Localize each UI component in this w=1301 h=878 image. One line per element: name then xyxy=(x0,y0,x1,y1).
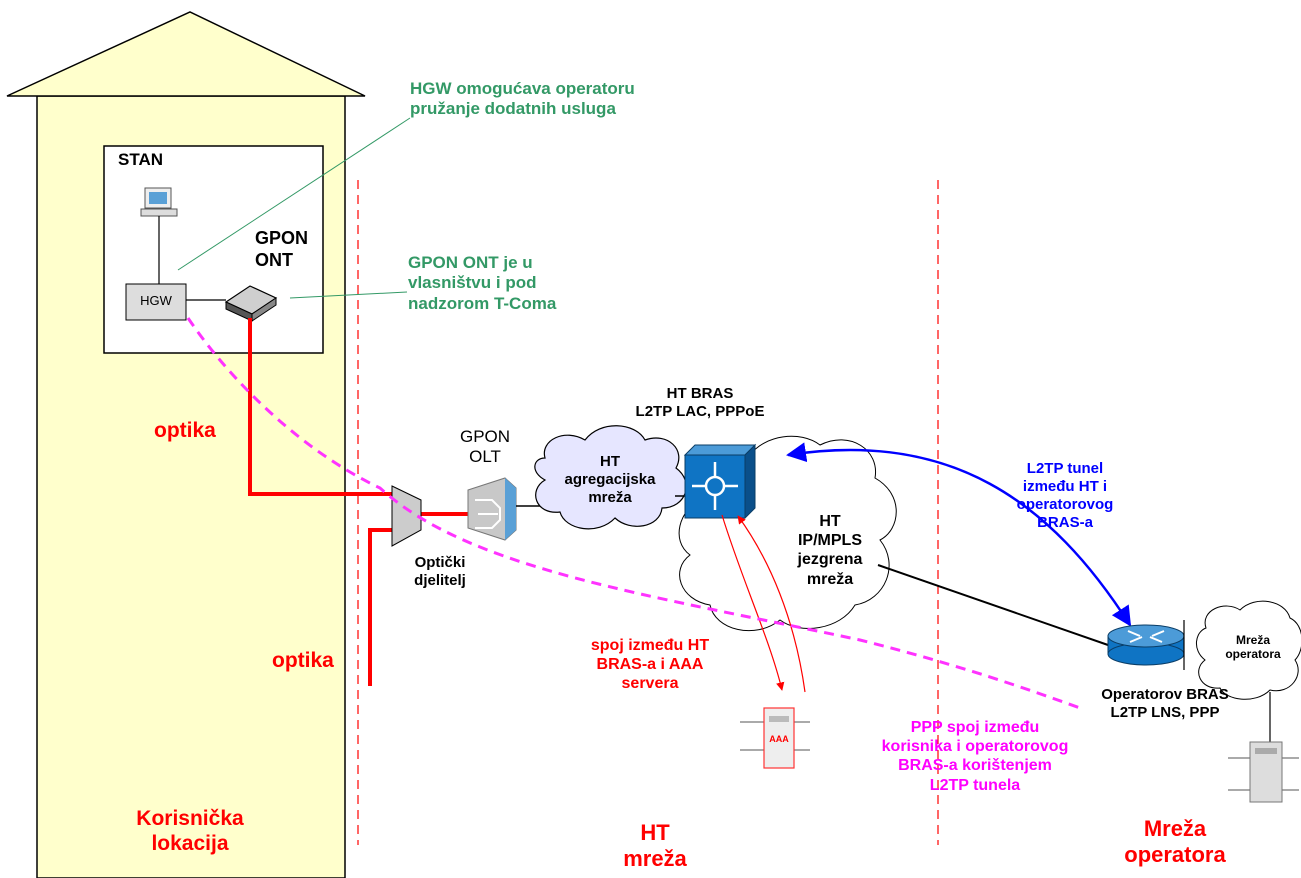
computer-icon xyxy=(140,187,178,217)
olt-icon xyxy=(467,477,517,541)
splitter-icon xyxy=(391,485,422,547)
zone-user-label: Korisnička lokacija xyxy=(136,807,244,856)
hgw-note-leader xyxy=(177,117,411,271)
optika-label-1: optika xyxy=(154,419,216,442)
gpon-ont-label: GPON ONT xyxy=(255,228,309,270)
zone-ht-label: HT mreža xyxy=(623,820,687,872)
router-icon xyxy=(1107,624,1185,666)
operator-server-icon xyxy=(1228,741,1299,803)
ont-note: GPON ONT je u vlasništvu i pod nadzorom … xyxy=(408,253,557,313)
core-label: HT IP/MPLS jezgrena mreža xyxy=(797,513,863,588)
ont-note-leader xyxy=(289,291,408,299)
fiber-ont-splitter xyxy=(248,318,392,496)
optika-label-2: optika xyxy=(272,649,334,672)
splitter-label: Optički djelitelj xyxy=(414,554,466,589)
aggregation-cloud xyxy=(534,425,687,530)
gpon-olt-label: GPON OLT xyxy=(459,427,511,467)
stan-label: STAN xyxy=(118,150,164,169)
operator-bras-label: Operatorov BRAS L2TP LNS, PPP xyxy=(1101,686,1229,721)
ht-bras-label: HT BRAS L2TP LAC, PPPoE xyxy=(635,385,765,420)
hgw-label: HGW xyxy=(140,293,172,308)
core-operator-link xyxy=(877,564,1109,646)
fiber-drop-second xyxy=(368,528,392,686)
aaa-label: AAA xyxy=(769,734,789,744)
operator-cloud-label: Mreža operatora xyxy=(1225,633,1281,662)
l2tp-tunnel-label: L2TP tunel između HT i operatorovog BRAS… xyxy=(1016,460,1114,531)
ont-device-icon xyxy=(224,285,278,322)
aaa-link-down xyxy=(721,514,785,691)
hgw-note: HGW omogućava operatoru pružanje dodatni… xyxy=(410,79,635,119)
aaa-link-up xyxy=(737,515,806,693)
aggregation-label: HT agregacijska mreža xyxy=(564,453,656,506)
bras-switch-icon xyxy=(683,443,757,520)
hgw-box xyxy=(125,283,187,321)
server-icon: AAA xyxy=(740,707,810,769)
aaa-link-label: spoj između HT BRAS-a i AAA servera xyxy=(590,637,710,693)
zone-operator-label: Mreža operatora xyxy=(1124,816,1226,868)
operator-cloud xyxy=(1196,600,1301,700)
l2tp-tunnel-arrow xyxy=(786,442,1132,627)
ppp-path xyxy=(186,317,1081,710)
ppp-link-label: PPP spoj između korisnika i operatorovog… xyxy=(881,719,1069,794)
